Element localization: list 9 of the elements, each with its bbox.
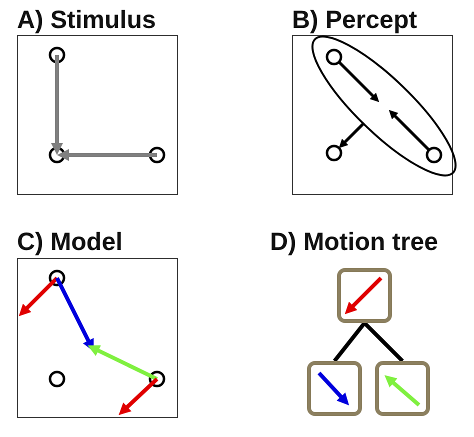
panel-heading: C) Model xyxy=(17,228,123,256)
tree-node-box xyxy=(375,361,430,416)
panel-heading: A) Stimulus xyxy=(17,6,156,34)
tree-connector xyxy=(363,322,404,362)
panel-heading: D) Motion tree xyxy=(270,228,438,256)
tree-node-box xyxy=(307,361,362,416)
panel-heading: B) Percept xyxy=(292,6,418,34)
tree-connector xyxy=(332,322,366,362)
tree-node-box xyxy=(337,268,392,323)
